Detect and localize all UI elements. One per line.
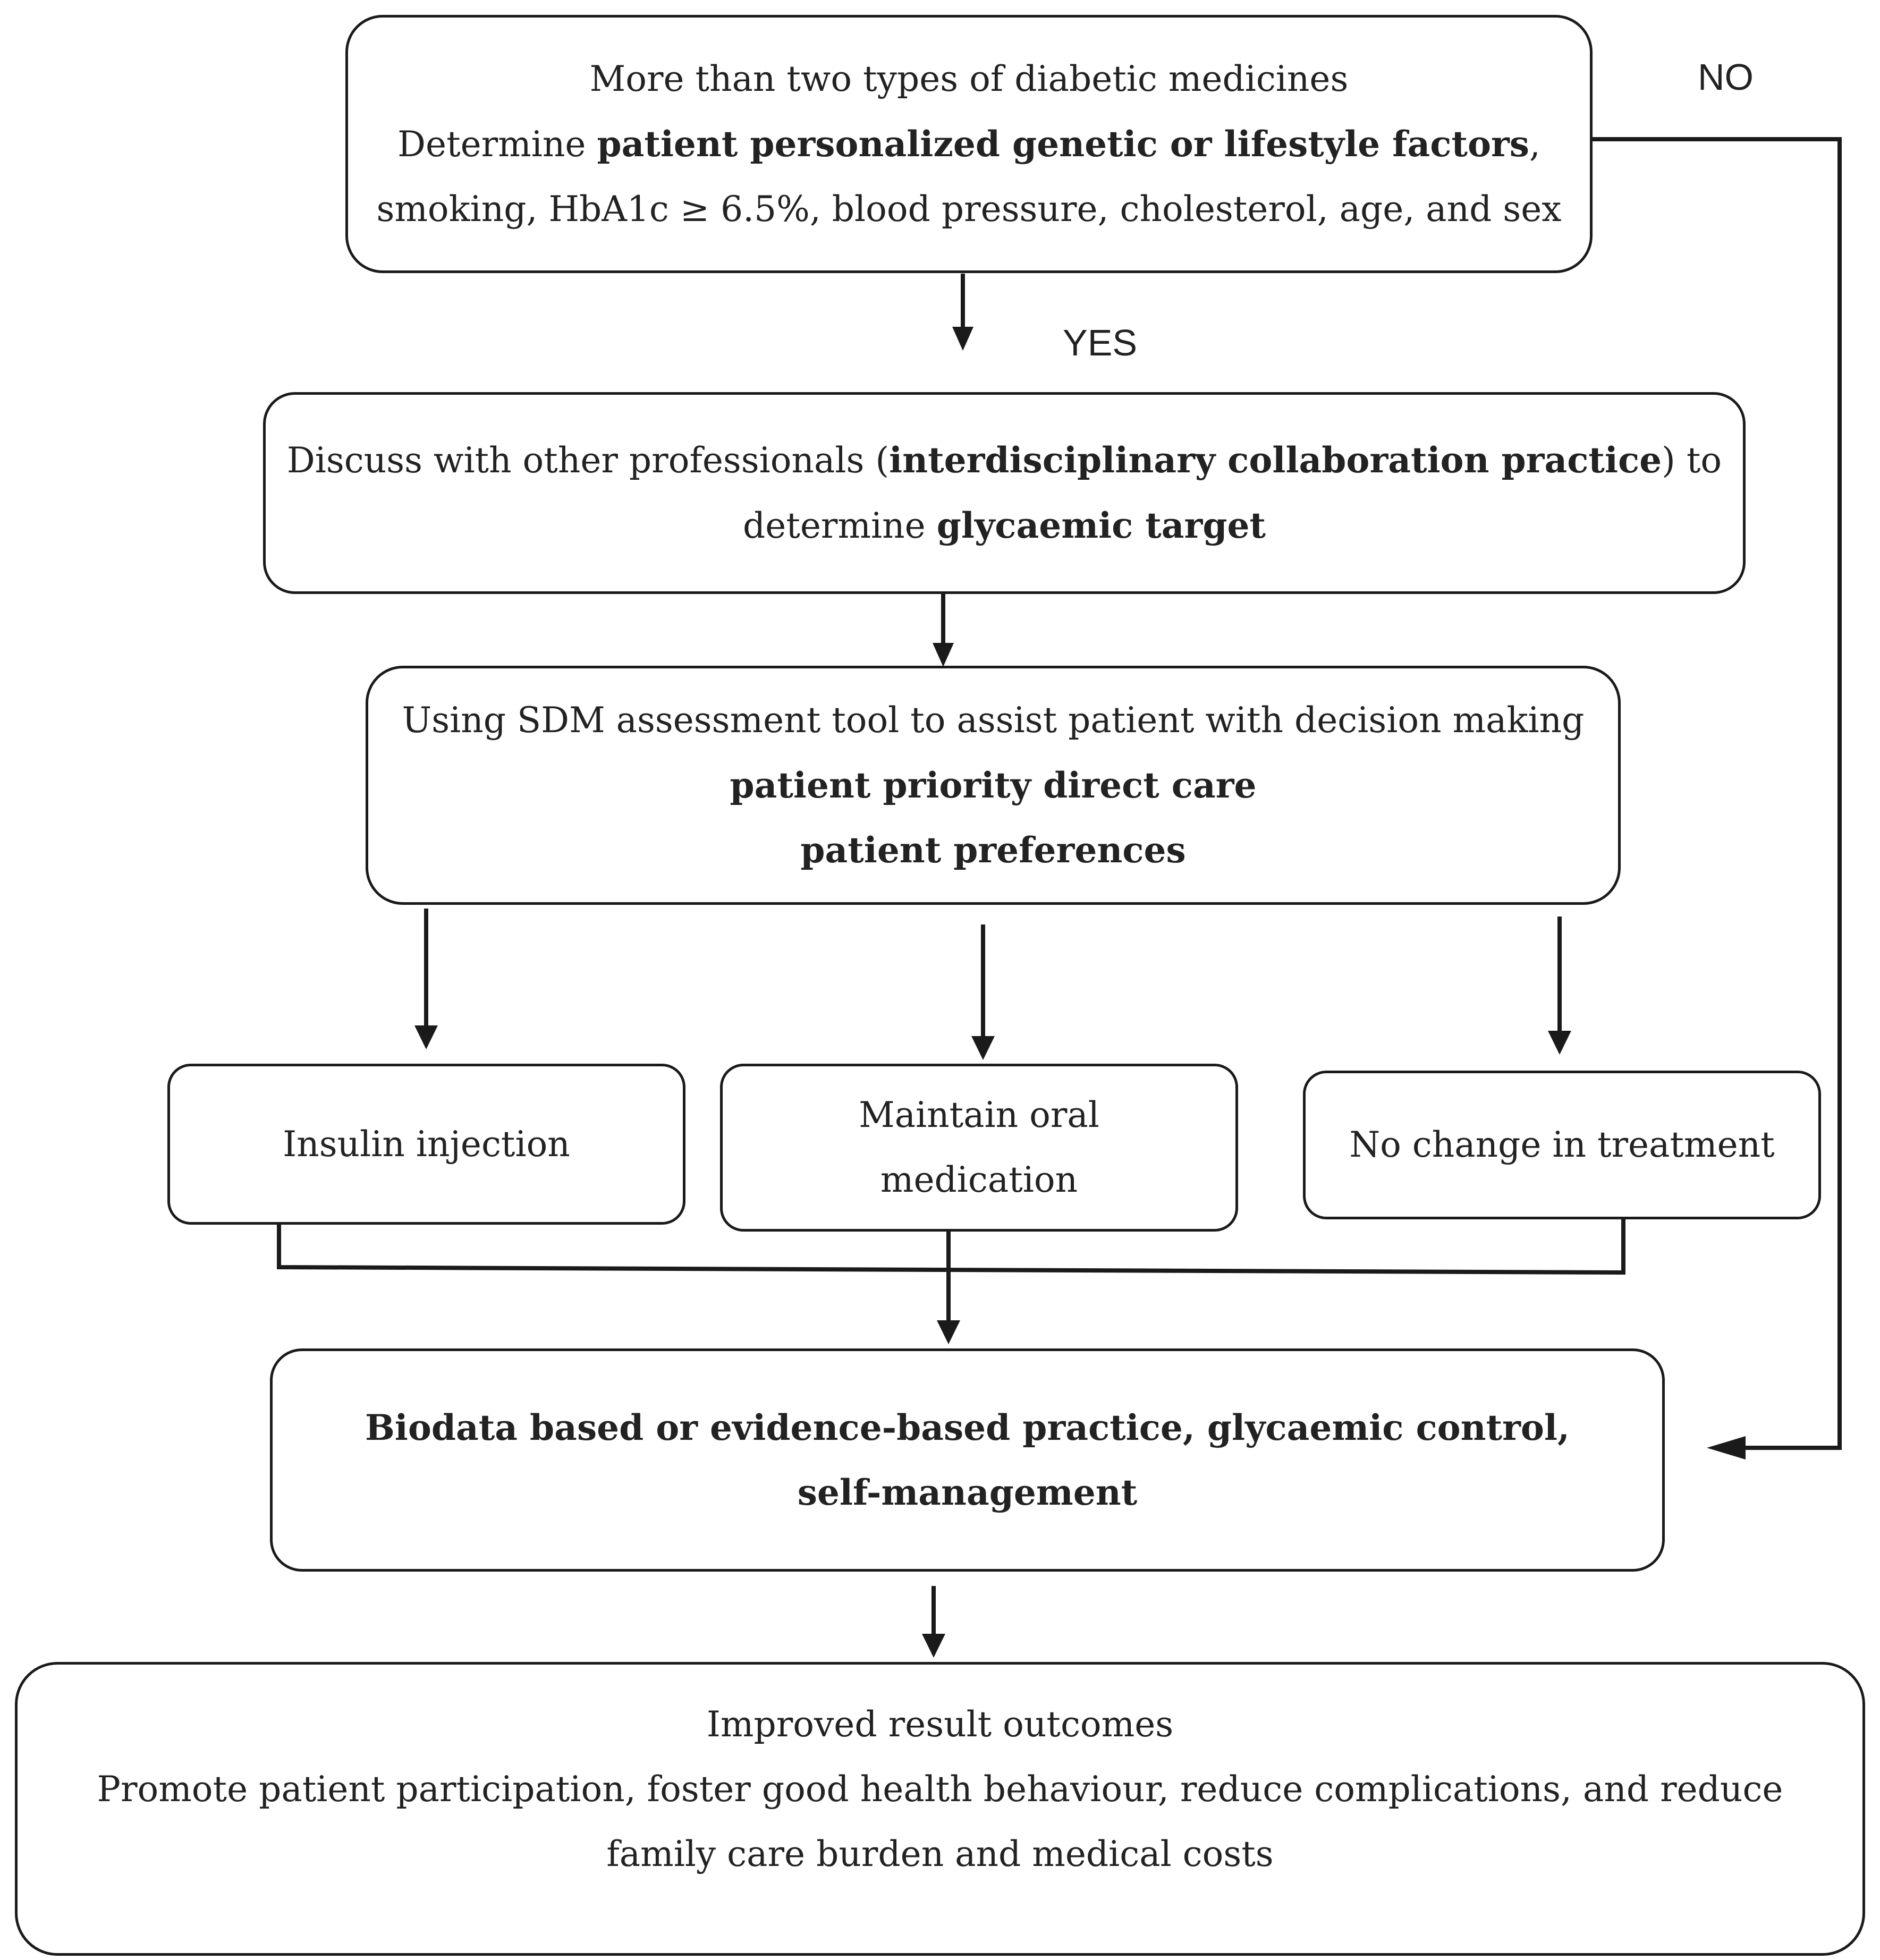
outcomes-line1: Improved result outcomes: [706, 1704, 1174, 1745]
outcomes-line3: family care burden and medical costs: [606, 1834, 1274, 1874]
discuss-line2-bold: glycaemic target: [936, 505, 1266, 546]
nochange-box: No change in treatment: [1303, 1071, 1821, 1219]
edge-label-no: NO: [1698, 56, 1754, 98]
discuss-line1-prefix: Discuss with other professionals (: [286, 440, 890, 481]
sdm-line3: patient preferences: [800, 829, 1186, 871]
edge-label-yes: YES: [1063, 322, 1138, 363]
sdm-line2: patient priority direct care: [730, 765, 1257, 806]
criteria-line2: Determine patient personalized genetic o…: [397, 112, 1540, 177]
discuss-line1-bold: interdisciplinary collaboration practice: [889, 439, 1662, 481]
oral-line1: Maintain oral: [859, 1094, 1099, 1135]
insulin-line1: Insulin injection: [283, 1123, 570, 1165]
oral-line2: medication: [880, 1159, 1078, 1200]
discuss-line1-suffix: ) to: [1662, 440, 1722, 481]
criteria-line2-suffix: ,: [1529, 123, 1540, 165]
discuss-line2-prefix: determine: [743, 505, 937, 546]
arrowhead-oral: [971, 1036, 995, 1060]
criteria-line3: smoking, HbA1c ≥ 6.5%, blood pressure, c…: [376, 188, 1562, 230]
arrowhead-outcomes: [922, 1634, 945, 1658]
oral-box: Maintain oral medication: [720, 1064, 1238, 1232]
evidence-box: Biodata based or evidence-based practice…: [270, 1348, 1665, 1572]
discuss-line1: Discuss with other professionals (interd…: [287, 428, 1722, 493]
evidence-line2: self-management: [797, 1472, 1138, 1513]
criteria-line2-bold: patient personalized genetic or lifestyl…: [597, 123, 1529, 165]
sdm-line1: Using SDM assessment tool to assist pati…: [402, 700, 1585, 741]
arrowhead-discuss: [933, 643, 954, 667]
criteria-line1: More than two types of diabetic medicine…: [589, 58, 1349, 99]
arrowhead-yes: [952, 327, 973, 351]
sdm-box: Using SDM assessment tool to assist pati…: [366, 666, 1621, 905]
outcomes-line2: Promote patient participation, foster go…: [97, 1769, 1783, 1810]
criteria-line2-prefix: Determine: [397, 123, 597, 165]
merge-connector: [277, 1219, 1625, 1275]
arrowhead-no: [1707, 1436, 1746, 1460]
arrowhead-nochange: [1548, 1031, 1571, 1055]
discuss-box: Discuss with other professionals (interd…: [263, 392, 1746, 594]
outcomes-box: Improved result outcomes Promote patient…: [15, 1662, 1865, 1956]
insulin-box: Insulin injection: [167, 1064, 685, 1225]
discuss-line2: determine glycaemic target: [743, 493, 1266, 558]
arrowhead-insulin: [414, 1025, 438, 1049]
criteria-box: More than two types of diabetic medicine…: [345, 15, 1593, 273]
evidence-line1: Biodata based or evidence-based practice…: [365, 1407, 1570, 1448]
arrowhead-evidence: [937, 1320, 960, 1344]
arrow-no-criteria-to-evidence: [1593, 137, 1842, 1450]
nochange-line1: No change in treatment: [1349, 1124, 1775, 1165]
